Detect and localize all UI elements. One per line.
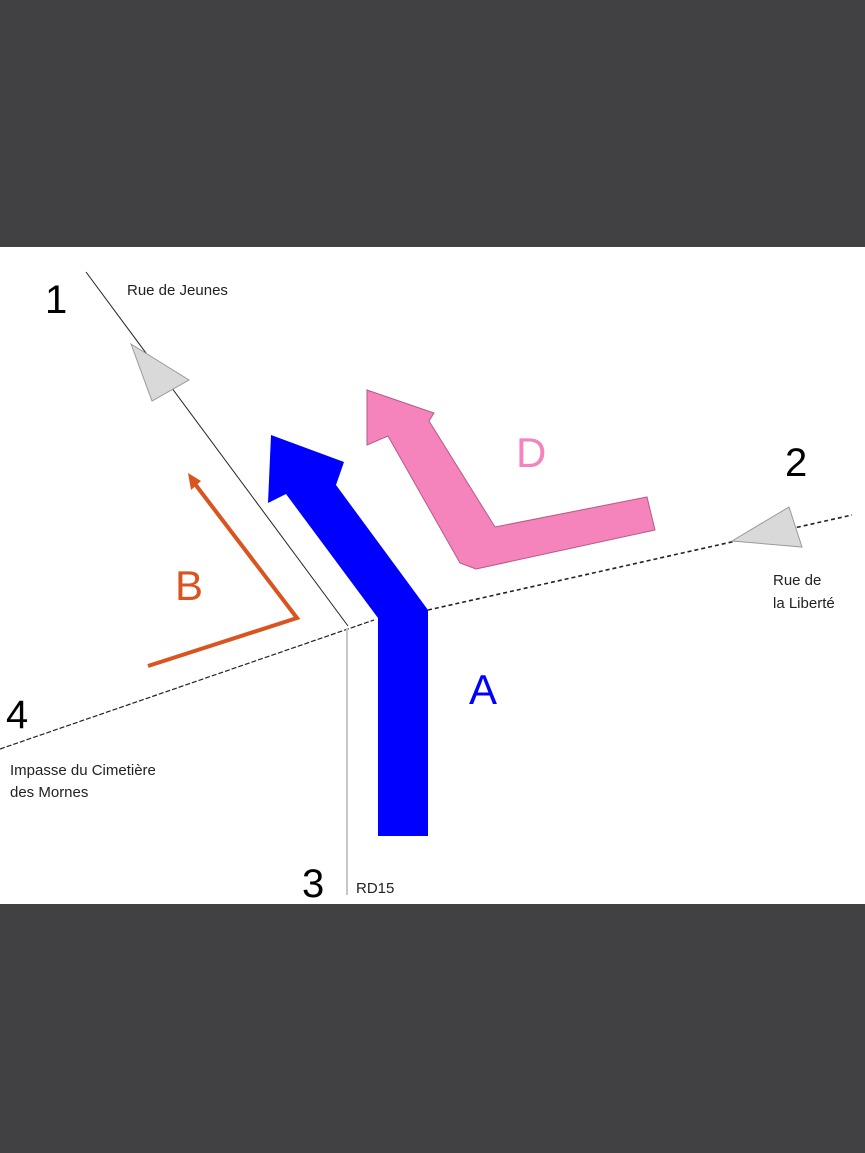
movement-a-label: A bbox=[469, 666, 497, 713]
road-label-impasse-line2: des Mornes bbox=[10, 784, 88, 801]
road-label-rue-de-la-liberte-line2: la Liberté bbox=[773, 595, 835, 612]
movement-b-label: B bbox=[175, 562, 203, 609]
road-label-rd15: RD15 bbox=[356, 880, 394, 897]
branch-2-number: 2 bbox=[785, 441, 807, 485]
direction-arrow-rue-de-la-liberte-icon bbox=[730, 506, 803, 548]
branch-4-number: 4 bbox=[6, 693, 28, 737]
direction-arrow-rue-de-jeunes-icon bbox=[130, 342, 190, 402]
road-impasse-du-cimetiere bbox=[0, 619, 375, 750]
road-rue-de-la-liberte bbox=[427, 514, 853, 611]
road-label-rue-de-jeunes: Rue de Jeunes bbox=[127, 282, 228, 299]
movement-b-arrowhead-icon bbox=[188, 473, 201, 490]
road-label-rue-de-la-liberte-line1: Rue de bbox=[773, 572, 821, 589]
road-rue-de-jeunes bbox=[85, 271, 349, 627]
branch-1-number: 1 bbox=[45, 278, 67, 322]
road-label-impasse-line1: Impasse du Cimetière bbox=[10, 762, 156, 779]
movement-b-path bbox=[147, 482, 301, 668]
diagram-panel bbox=[0, 247, 865, 904]
movement-d-label: D bbox=[516, 429, 546, 476]
movement-d-arrow bbox=[366, 389, 656, 570]
branch-3-number: 3 bbox=[302, 862, 324, 906]
movement-a-arrow bbox=[268, 435, 428, 836]
